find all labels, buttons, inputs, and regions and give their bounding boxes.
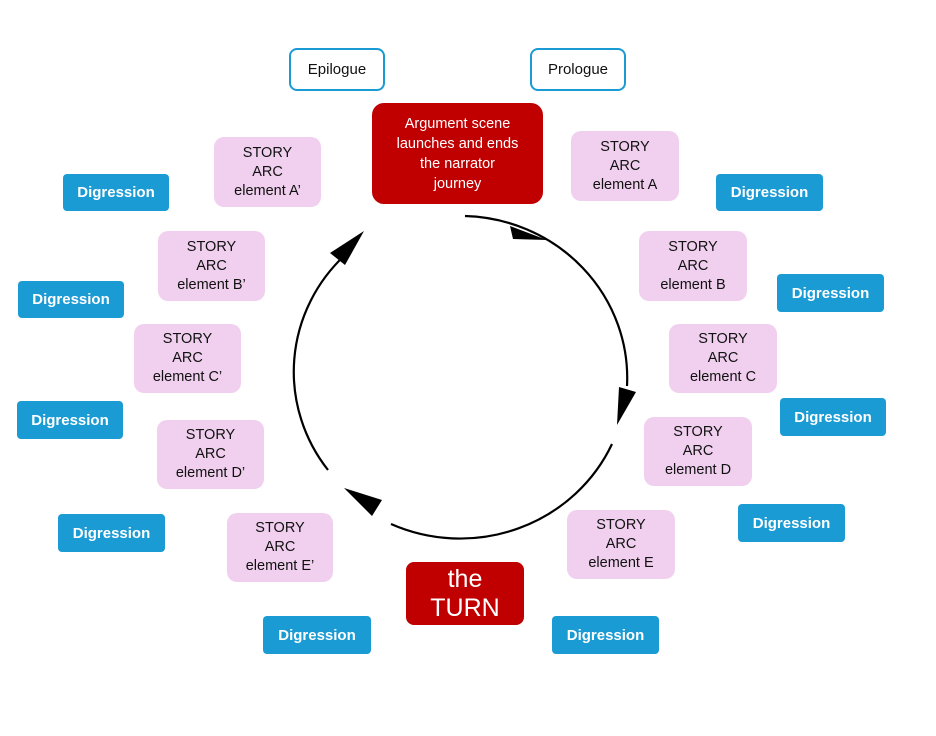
story-element-d-prime: STORY ARC element D’ (157, 420, 264, 489)
arc-left (292, 254, 346, 471)
digression-box: Digression (263, 616, 371, 654)
start-node-line: launches and ends (396, 135, 519, 152)
story-line: ARC (252, 163, 283, 180)
story-line: element B (660, 276, 726, 293)
story-element-b: STORY ARC element B (639, 231, 747, 301)
digression-label: Digression (794, 408, 872, 426)
story-line: element E (588, 555, 654, 571)
story-line: ARC (677, 257, 709, 274)
story-line: ARC (172, 350, 203, 366)
story-line: STORY (162, 331, 213, 347)
story-element-e-prime: STORY ARC element E’ (227, 513, 333, 582)
story-line: element B’ (177, 276, 246, 293)
digression-label: Digression (77, 184, 155, 201)
story-line: STORY (242, 144, 293, 161)
story-line: ARC (605, 536, 637, 552)
story-line: STORY (668, 238, 718, 255)
story-line: element E’ (245, 558, 315, 574)
prologue-label: Prologue (547, 61, 609, 78)
start-node-line: Argument scene (404, 115, 511, 132)
story-line: element C (689, 369, 757, 385)
turn-node-line: the (447, 564, 483, 593)
digression-box: Digression (777, 274, 884, 312)
story-line: ARC (264, 539, 296, 555)
digression-box: Digression (716, 174, 823, 211)
story-line: ARC (609, 157, 641, 174)
story-line: element D’ (175, 465, 246, 481)
digression-label: Digression (32, 291, 110, 308)
story-line: element A (592, 176, 658, 193)
digression-label: Digression (752, 514, 831, 532)
digression-box: Digression (738, 504, 845, 542)
digression-label: Digression (278, 626, 356, 644)
story-line: ARC (195, 446, 226, 462)
story-element-e: STORY ARC element E (567, 510, 675, 579)
digression-label: Digression (791, 284, 870, 302)
story-element-a-prime: STORY ARC element A’ (214, 137, 321, 207)
story-line: STORY (185, 427, 236, 443)
digression-label: Digression (72, 524, 151, 542)
story-line: STORY (596, 517, 646, 533)
digression-box: Digression (58, 514, 165, 552)
story-line: ARC (707, 350, 739, 366)
story-line: STORY (186, 238, 237, 255)
story-line: ARC (196, 257, 227, 274)
arrowhead-bottom-left (344, 488, 382, 516)
story-element-c: STORY ARC element C (669, 324, 777, 393)
digression-label: Digression (566, 626, 645, 644)
story-element-c-prime: STORY ARC element C’ (134, 324, 241, 393)
prologue-box: Prologue (530, 48, 626, 91)
digression-box: Digression (18, 281, 124, 318)
arrowhead-top-right (510, 226, 547, 240)
arc-top-right (464, 214, 629, 387)
digression-box: Digression (63, 174, 169, 211)
turn-node-line: TURN (430, 593, 500, 622)
story-element-d: STORY ARC element D (644, 417, 752, 486)
digression-box: Digression (780, 398, 886, 436)
start-node-line: the narrator (420, 155, 495, 172)
story-line: element C’ (152, 369, 223, 385)
digression-label: Digression (31, 411, 109, 429)
argument-scene-node: Argument scene launches and ends the nar… (372, 103, 543, 204)
story-line: ARC (682, 443, 714, 459)
epilogue-label: Epilogue (307, 61, 367, 78)
arrowhead-right (617, 387, 636, 425)
story-element-a: STORY ARC element A (571, 131, 679, 201)
arrowhead-top-left (330, 231, 364, 265)
story-line: STORY (255, 520, 305, 536)
story-line: element A’ (234, 182, 301, 199)
epilogue-box: Epilogue (289, 48, 385, 91)
story-line: STORY (600, 138, 650, 155)
digression-label: Digression (730, 184, 809, 201)
story-line: element D (664, 462, 732, 478)
turn-node: the TURN (406, 562, 524, 625)
start-node-line: journey (433, 175, 482, 192)
digression-box: Digression (552, 616, 659, 654)
story-line: STORY (698, 331, 748, 347)
story-element-b-prime: STORY ARC element B’ (158, 231, 265, 301)
digression-box: Digression (17, 401, 123, 439)
arc-bottom (390, 443, 613, 540)
story-line: STORY (673, 424, 723, 440)
